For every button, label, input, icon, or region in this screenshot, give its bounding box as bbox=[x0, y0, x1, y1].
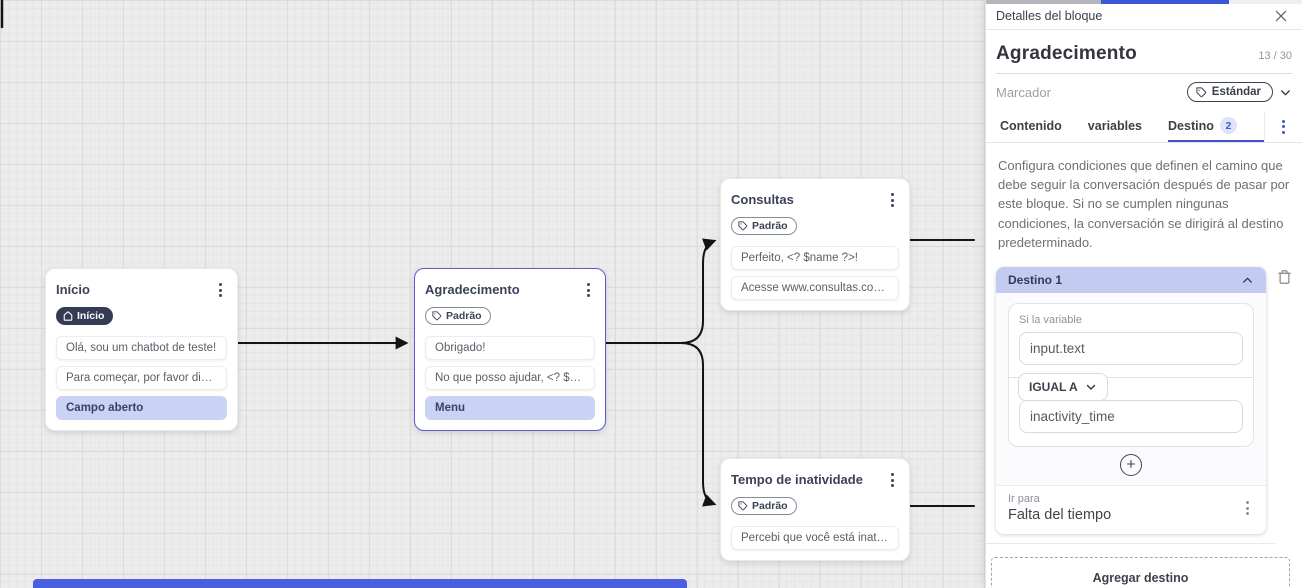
node-consultas[interactable]: Consultas Padrão Perfeito, <? $name ?>! … bbox=[720, 178, 910, 311]
more-options-icon[interactable] bbox=[582, 279, 595, 301]
add-destination-button[interactable]: Agregar destino bbox=[991, 557, 1290, 588]
node-type-badge: Padrão bbox=[731, 217, 797, 235]
chevron-down-icon bbox=[1086, 384, 1095, 390]
menu-row[interactable]: Menu bbox=[425, 396, 595, 420]
plus-icon bbox=[1126, 460, 1136, 469]
panel-title: Detalles del bloque bbox=[996, 9, 1103, 23]
variable-input[interactable] bbox=[1019, 332, 1243, 366]
tag-icon bbox=[1196, 86, 1206, 97]
tag-icon bbox=[738, 501, 748, 511]
node-title: Agradecimento bbox=[425, 282, 520, 297]
more-options-icon[interactable] bbox=[886, 469, 899, 491]
node-title: Consultas bbox=[731, 192, 794, 207]
trash-icon[interactable] bbox=[1277, 269, 1292, 285]
message-row[interactable]: Obrigado! bbox=[425, 336, 595, 360]
tab-contenido[interactable]: Contenido bbox=[1000, 118, 1062, 133]
condition-card: Si la variable IGUAL A bbox=[1008, 303, 1254, 448]
message-row[interactable]: Olá, sou um chatbot de teste! bbox=[56, 336, 227, 360]
goto-target[interactable]: Falta del tiempo bbox=[1008, 507, 1112, 524]
tabs-more-options-icon[interactable] bbox=[1264, 111, 1302, 142]
block-name[interactable]: Agradecimento bbox=[996, 43, 1137, 64]
node-type-badge: Padrão bbox=[425, 307, 491, 325]
goto-more-options-icon[interactable] bbox=[1241, 497, 1254, 519]
node-title: Tempo de inatividade bbox=[731, 472, 863, 487]
block-details-panel: Detalles del bloque Agradecimento 13 / 3… bbox=[985, 0, 1302, 588]
add-condition-button[interactable] bbox=[1120, 454, 1142, 477]
chevron-down-icon[interactable] bbox=[1279, 86, 1292, 99]
tag-icon bbox=[738, 221, 748, 231]
section-divider bbox=[986, 543, 1275, 545]
message-row[interactable]: Para começar, por favor digite o ... bbox=[56, 366, 227, 390]
more-options-icon[interactable] bbox=[886, 189, 899, 211]
open-field-row[interactable]: Campo aberto bbox=[56, 396, 227, 420]
destino-1-card: Destino 1 Si la variable IGUAL A bbox=[996, 267, 1266, 535]
message-row[interactable]: Perfeito, <? $name ?>! bbox=[731, 246, 899, 270]
char-counter: 13 / 30 bbox=[1258, 50, 1292, 62]
message-row[interactable]: No que posso ajudar, <? $name ... bbox=[425, 366, 595, 390]
close-icon[interactable] bbox=[1274, 9, 1288, 23]
chevron-up-icon[interactable] bbox=[1241, 274, 1254, 287]
destino-description: Configura condiciones que definen el cam… bbox=[998, 158, 1290, 250]
goto-label: Ir para bbox=[1008, 493, 1040, 506]
edge-agradecimento-tempo[interactable] bbox=[605, 342, 717, 507]
edge-agradecimento-consultas[interactable] bbox=[605, 238, 717, 344]
compare-value-input[interactable] bbox=[1019, 400, 1243, 434]
more-options-icon[interactable] bbox=[214, 279, 227, 301]
node-type-badge: Início bbox=[56, 307, 114, 325]
tab-destino[interactable]: Destino 2 bbox=[1168, 111, 1264, 142]
message-row[interactable]: Acesse www.consultas.com par... bbox=[731, 276, 899, 300]
tab-variables[interactable]: variables bbox=[1087, 118, 1143, 133]
marcador-label: Marcador bbox=[996, 84, 1051, 100]
horizontal-scrollbar-thumb[interactable] bbox=[33, 579, 687, 588]
node-type-badge: Padrão bbox=[731, 497, 797, 515]
node-tempo-inatividade[interactable]: Tempo de inatividade Padrão Percebi que … bbox=[720, 458, 910, 561]
operator-select[interactable]: IGUAL A bbox=[1018, 373, 1108, 402]
condition-label: Si la variable bbox=[1019, 314, 1082, 327]
node-agradecimento[interactable]: Agradecimento Padrão Obrigado! No que po… bbox=[414, 268, 606, 431]
message-row[interactable]: Percebi que você está inativo. C... bbox=[731, 526, 899, 550]
tag-selector[interactable]: Estándar bbox=[1186, 82, 1273, 102]
node-title: Início bbox=[56, 282, 90, 297]
destino-1-accordion-header[interactable]: Destino 1 bbox=[996, 267, 1266, 294]
home-icon bbox=[63, 311, 73, 321]
node-inicio[interactable]: Início Início Olá, sou um chatbot de tes… bbox=[45, 268, 238, 431]
top-edge-strip bbox=[986, 0, 1302, 4]
title-underline bbox=[996, 73, 1292, 74]
destino-count-badge: 2 bbox=[1219, 117, 1237, 134]
tag-icon bbox=[432, 311, 442, 321]
